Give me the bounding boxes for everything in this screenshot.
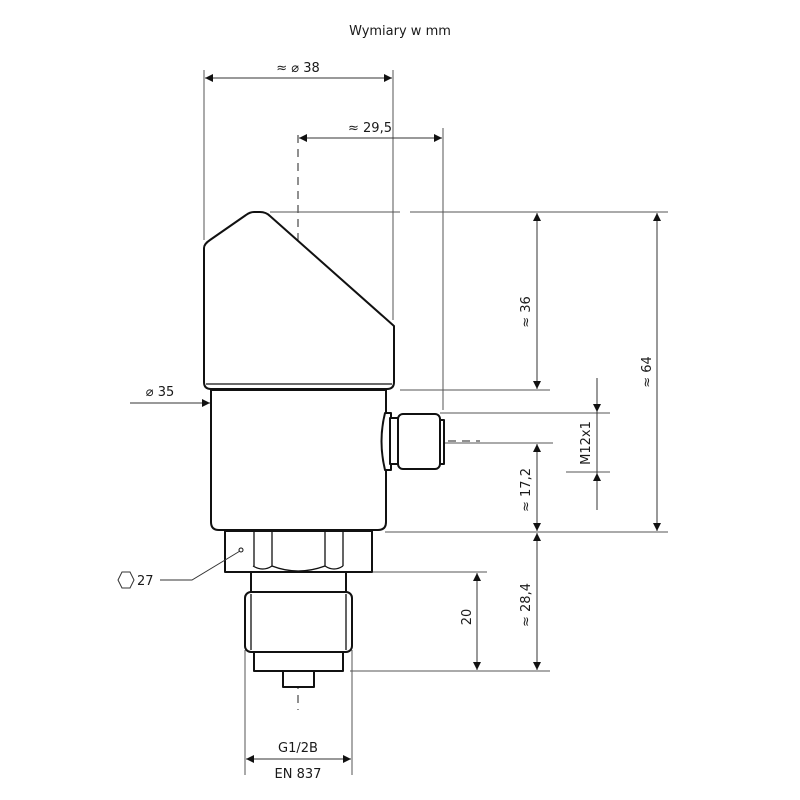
- sensor-head: [203, 211, 395, 390]
- label-connector-thread: M12x1: [579, 421, 594, 465]
- label-total-height: ≈ 64: [640, 356, 655, 388]
- label-overall-diameter: ≈ ⌀ 38: [276, 61, 320, 76]
- hexagon-wrench-size-icon: [117, 571, 135, 589]
- label-standard: EN 837: [275, 767, 322, 782]
- label-body-diameter: ⌀ 35: [146, 385, 175, 400]
- drawing-title: Wymiary w mm: [349, 24, 451, 39]
- label-connector-height: ≈ 17,2: [519, 468, 534, 512]
- sensor-body: [210, 389, 387, 531]
- sealing-collar: [253, 651, 344, 672]
- connector-flange: [380, 412, 392, 471]
- m12-connector: [397, 413, 441, 470]
- hex-leader-line: [160, 550, 241, 581]
- label-process-thread: G1/2B: [278, 741, 318, 756]
- label-thread-length: 20: [460, 609, 475, 626]
- label-hex-size: 27: [137, 574, 154, 589]
- hex-nut: [224, 530, 373, 573]
- label-process-connection-height: ≈ 28,4: [519, 583, 534, 627]
- connector-tip: [439, 419, 445, 465]
- thread-neck: [250, 571, 347, 593]
- label-connector-offset: ≈ 29,5: [348, 121, 392, 136]
- label-head-height: ≈ 36: [519, 296, 534, 328]
- connector-neck: [389, 417, 399, 465]
- pressure-port: [282, 670, 315, 688]
- g12-thread: [244, 591, 353, 653]
